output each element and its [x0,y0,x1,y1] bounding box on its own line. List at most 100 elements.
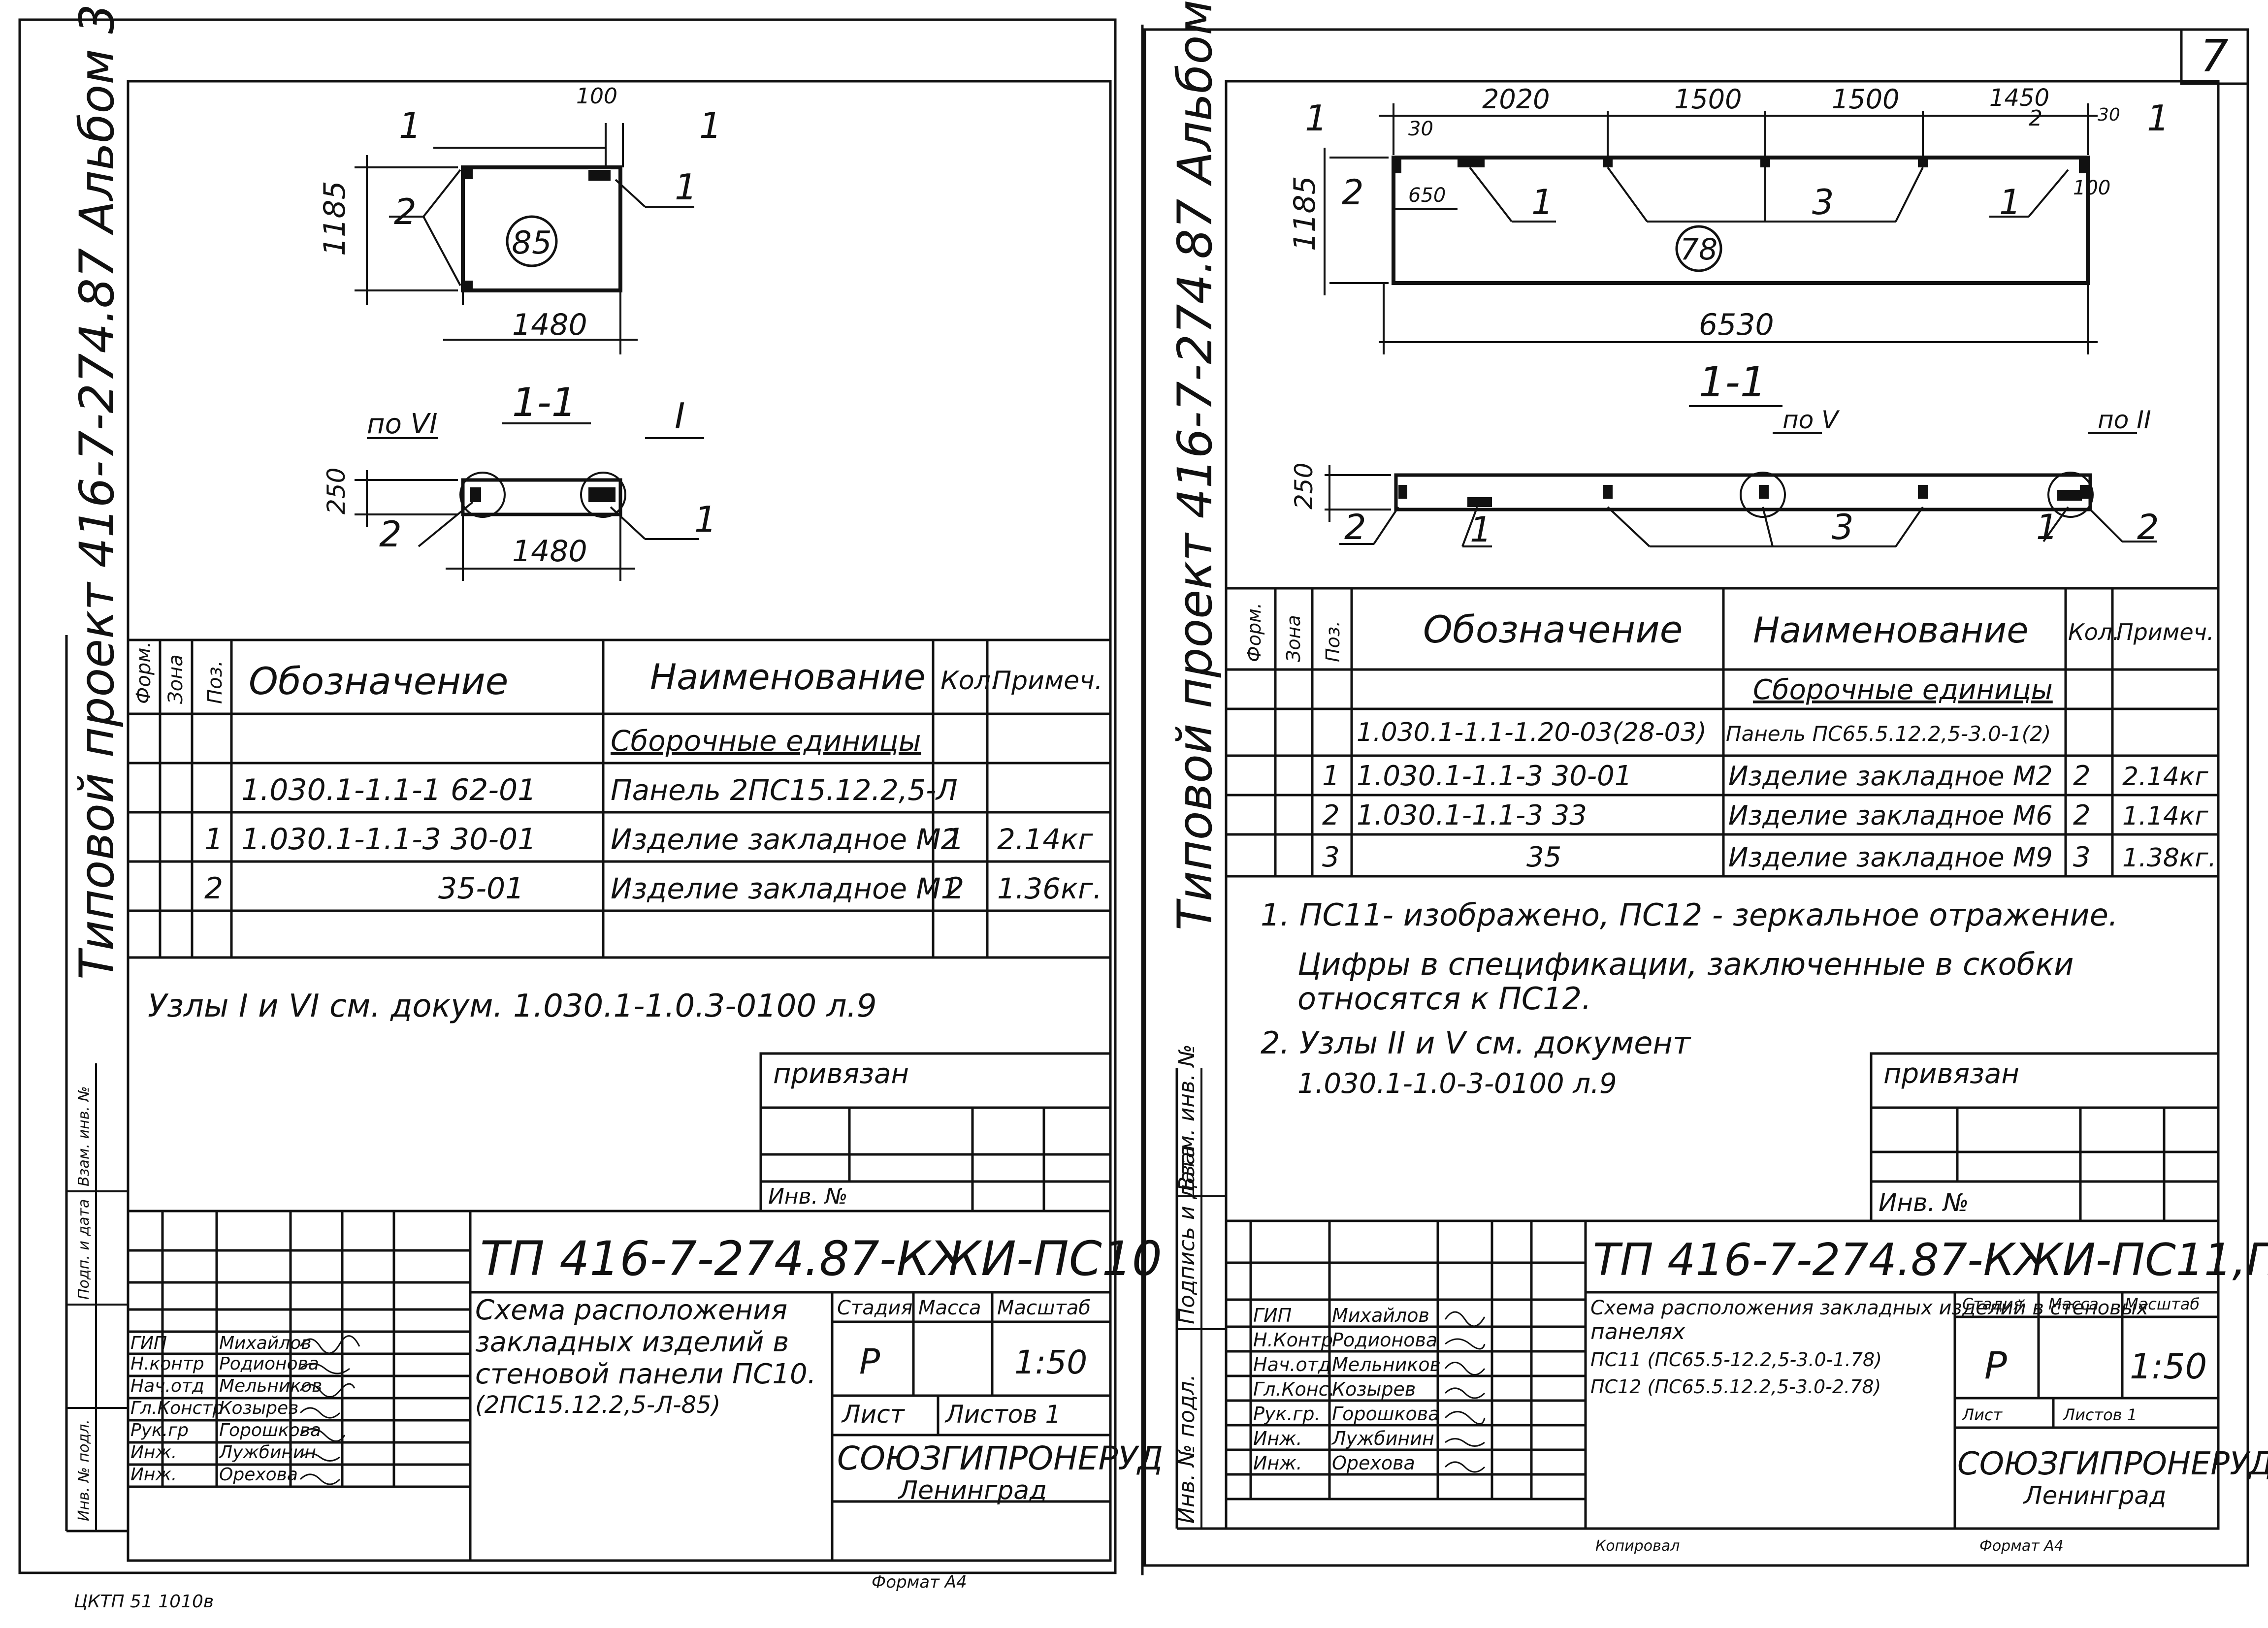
left-side-label-2: Инв. № подл. [75,1419,93,1521]
left-node-ref-i: I [675,395,685,437]
right-desc-0: Схема расположения закладных изделий в с… [1590,1297,2148,1319]
left-sheet: Типовой проект 416-7-274.87 Альбом 3 85 … [65,4,1163,1592]
left-col-designation: Обозначение [249,659,508,703]
right-roles: ГИП Н.Контр Нач.отд Гл.Конс. Рук.гр. Инж… [1253,1305,1441,1474]
left-row2-note: 2.14кг [997,823,1093,856]
right-section-callout-0: 2 [1344,507,1366,547]
right-org: СОЮЗГИПРОНЕРУД [1957,1446,2268,1482]
right-privyazan: привязан [1883,1058,2019,1090]
left-role-5: Инж. [130,1442,177,1463]
right-col-pos: Поз. [1322,621,1344,662]
left-col-zone: Зона [164,654,187,704]
right-row4-qty: 3 [2073,841,2091,873]
page-number-box: 7 [2180,28,2249,85]
right-role-1: Н.Контр [1253,1329,1333,1351]
left-row1-name: Панель 2ПС15.12.2,5-Л [611,773,958,807]
right-note-3: 2. Узлы II и V см. документ [1261,1025,1691,1061]
right-side-label-2: Инв. № подл. [1174,1374,1199,1524]
right-callout-2: 3 [1812,182,1834,223]
right-section-callout-1: 1 [1470,510,1492,550]
right-plan-view: 78 1 1 2020 1500 1500 1450 30 30 650 100… [1288,84,2170,354]
right-section-mark-a: 1 [1305,97,1328,139]
right-role-2: Нач.отд [1253,1354,1331,1375]
right-name-6: Орехова [1332,1452,1415,1474]
right-stage: Р [1984,1343,2007,1387]
left-scale: 1:50 [1014,1343,1087,1381]
right-row2-note: 2.14кг [2122,762,2208,792]
right-stage-label: Стадия [1962,1295,2023,1313]
left-sheet-label: Лист [841,1400,906,1429]
left-mass-label: Масса [918,1297,981,1319]
right-note-2: относятся к ПС12. [1297,981,1591,1017]
right-name-4: Горошкова [1332,1403,1439,1425]
left-row3-name: Изделие закладное М1 [611,872,959,905]
left-row1-designation: 1.030.1-1.1-1 62-01 [241,773,536,807]
left-org: СОЮЗГИПРОНЕРУД [837,1439,1163,1477]
right-col-note: Примеч. [2116,619,2214,645]
right-callout-0: 2 [1342,172,1364,213]
left-roles: ГИП Н.контр Нач.отд Гл.Констр Рук.гр Инж… [130,1333,322,1485]
left-col-pos: Поз. [204,660,227,704]
left-dim-thickness: 250 [322,468,351,514]
right-row1-name: Панель ПС65.5.12.2,5-3.0-1(2) [1726,722,2051,746]
left-signatures [299,1335,360,1485]
right-desc-1: панелях [1590,1319,1685,1344]
right-row4-designation: 35 [1526,841,1561,873]
right-dim-30b: 30 [2098,105,2120,125]
left-desc-1: закладных изделий в [475,1326,789,1358]
left-stage-label: Стадия [837,1297,912,1319]
left-row3-pos: 2 [204,871,223,906]
left-name-6: Орехова [219,1465,298,1485]
left-spec-table: Форм. Зона Поз. Обозначение Наименование… [128,638,1110,959]
left-album-label: Типовой проект 416-7-274.87 Альбом 3 [69,4,125,980]
right-row2-name: Изделие закладное М2 [1728,761,2053,792]
left-city: Ленинград [898,1476,1047,1505]
right-role-5: Инж. [1253,1428,1302,1449]
right-signatures [1444,1311,1486,1473]
left-side-strip [66,1063,128,1531]
right-dim-thickness: 250 [1290,463,1318,510]
right-copied: Копировал [1595,1537,1680,1555]
right-dim-1500a: 1500 [1674,84,1742,115]
left-role-2: Нач.отд [130,1376,204,1396]
right-row3-qty: 2 [2073,799,2091,831]
right-section-title: 1-1 [1699,358,1766,406]
right-row4-pos: 3 [1322,841,1340,873]
left-row3-designation: 35-01 [438,871,524,906]
left-section-dim-width: 1480 [512,534,587,569]
right-mass-label: Масса [2048,1295,2099,1313]
left-row2-name: Изделие закладное М2 [611,823,959,856]
left-col-name: Наименование [650,656,926,698]
left-role-6: Инж. [130,1465,177,1485]
left-drawing-code: ТП 416-7-274.87-КЖИ-ПС10 [480,1231,1162,1286]
left-role-1: Н.контр [130,1354,204,1374]
left-dim-height: 1185 [318,181,352,256]
left-section-callout-2: 2 [379,513,402,555]
right-note-4: 1.030.1-1.0-3-0100 л.9 [1297,1068,1617,1100]
left-desc-3: (2ПС15.12.2,5-Л-85) [475,1391,720,1419]
left-stage: Р [859,1341,880,1382]
right-callout-3: 1 [1999,182,2021,223]
left-row2-pos: 1 [204,822,223,857]
right-row2-qty: 2 [2073,760,2091,792]
right-name-5: Лужбинин [1331,1428,1434,1449]
right-inv-no: Инв. № [1879,1188,1969,1217]
page-number: 7 [2200,31,2228,82]
left-side-label-1: Подп. и дата [75,1199,93,1300]
right-row3-designation: 1.030.1-1.1-3 33 [1357,799,1587,831]
right-dim-650: 650 [1408,184,1446,207]
left-row3-qty: 2 [945,871,964,906]
right-album-label: Типовой проект 416-7-274.87 Альбом 3 [1167,0,1223,930]
left-privyazan: привязан [773,1058,909,1090]
left-name-3: Козырев [219,1398,298,1418]
right-col-qty: Кол. [2068,619,2120,645]
right-row3-name: Изделие закладное М6 [1728,800,2053,831]
left-col-note: Примеч. [992,666,1102,696]
right-dim-30a: 30 [1408,118,1433,140]
right-format: Формат А4 [1979,1537,2064,1555]
left-panel-mark: 85 [512,225,551,261]
right-dim-1500b: 1500 [1832,84,1899,115]
right-row1-designation: 1.030.1-1.1-1.20-03(28-03) [1357,718,1707,747]
left-section-view: 1-1 по VI I 250 1480 2 1 [322,380,717,581]
left-section-callout-1: 1 [694,499,717,540]
